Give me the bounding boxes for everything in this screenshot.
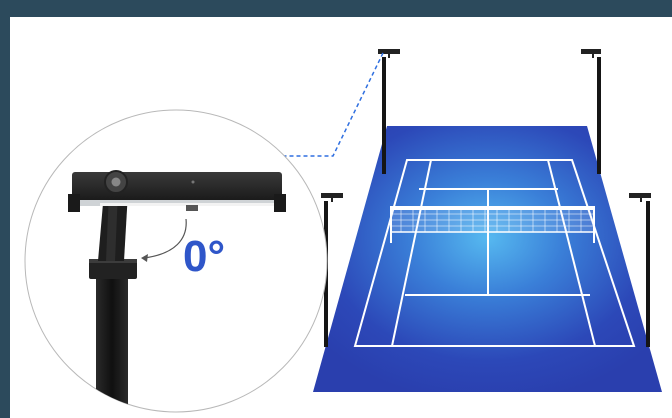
court-lines	[353, 159, 636, 347]
fixture-pole	[96, 265, 128, 412]
light-pole-front-right	[629, 193, 651, 347]
lighting-scene	[24, 49, 662, 413]
tennis-court	[313, 126, 662, 392]
light-pole-back-left	[378, 49, 400, 174]
fixture-clamp	[89, 259, 137, 279]
light-pole-back-right	[581, 49, 601, 174]
fixture-detail-magnifier	[24, 109, 328, 413]
product-illustration-panel: 0°	[10, 17, 672, 418]
tennis-net	[390, 206, 595, 243]
angle-arrow-icon	[143, 218, 187, 259]
callout-connector	[271, 52, 384, 161]
tilt-angle-label: 0°	[183, 232, 226, 281]
